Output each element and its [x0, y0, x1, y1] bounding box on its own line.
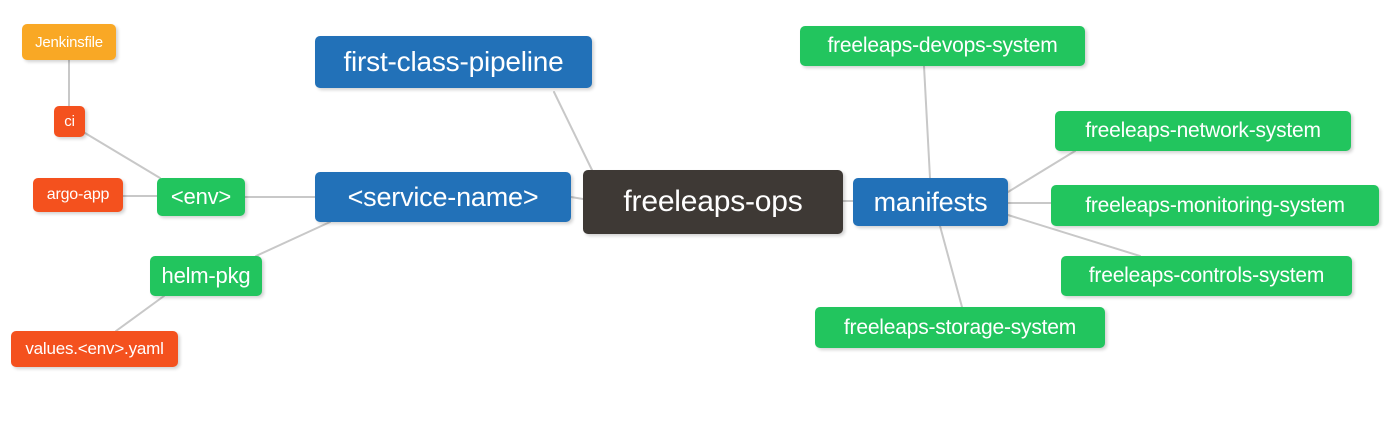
node-label: freeleaps-controls-system: [1088, 264, 1325, 287]
node-label: freeleaps-ops: [623, 185, 803, 218]
mindmap-node-freeleaps-network-system[interactable]: freeleaps-network-system: [1055, 111, 1351, 151]
node-label: <service-name>: [347, 181, 539, 212]
node-label: argo-app: [46, 186, 110, 203]
mindmap-node-freeleaps-ops[interactable]: freeleaps-ops: [583, 170, 843, 234]
node-label: helm-pkg: [161, 263, 251, 288]
node-label: manifests: [873, 186, 988, 217]
edge-values-env-yaml-to-helm-pkg: [115, 295, 165, 332]
edge-helm-pkg-to-service-name: [255, 221, 331, 257]
node-label: freeleaps-monitoring-system: [1085, 193, 1345, 217]
edge-ci-to-env: [84, 132, 161, 179]
mindmap-node-freeleaps-devops-system[interactable]: freeleaps-devops-system: [800, 26, 1085, 66]
node-label: freeleaps-devops-system: [827, 34, 1058, 57]
mindmap-node-helm-pkg[interactable]: helm-pkg: [150, 256, 262, 296]
mindmap-node-manifests[interactable]: manifests: [853, 178, 1008, 226]
node-label: values.<env>.yaml: [25, 339, 164, 358]
mindmap-node-freeleaps-storage-system[interactable]: freeleaps-storage-system: [815, 307, 1105, 348]
mindmap-node-ci[interactable]: ci: [54, 106, 85, 137]
node-label: freeleaps-storage-system: [843, 315, 1077, 339]
mindmap-node-first-class-pipeline[interactable]: first-class-pipeline: [315, 36, 592, 88]
node-label: <env>: [170, 184, 232, 209]
mindmap-node-values-env-yaml[interactable]: values.<env>.yaml: [11, 331, 178, 367]
edge-service-name-to-freeleaps-ops: [570, 196, 584, 200]
edge-first-class-pipeline-to-freeleaps-ops: [553, 91, 593, 171]
mindmap-node-freeleaps-controls-system[interactable]: freeleaps-controls-system: [1061, 256, 1352, 296]
edge-manifests-to-freeleaps-storage-system: [939, 225, 963, 308]
node-label: first-class-pipeline: [343, 46, 564, 77]
mindmap-node-freeleaps-monitoring-system[interactable]: freeleaps-monitoring-system: [1051, 185, 1379, 226]
mindmap-node-env[interactable]: <env>: [157, 178, 245, 216]
mindmap-node-argo-app[interactable]: argo-app: [33, 178, 123, 212]
edge-manifests-to-freeleaps-devops-system: [923, 65, 931, 179]
mindmap-node-service-name[interactable]: <service-name>: [315, 172, 571, 222]
node-label: Jenkinsfile: [35, 33, 103, 51]
node-label: ci: [64, 113, 75, 130]
node-label: freeleaps-network-system: [1085, 119, 1321, 142]
mindmap-node-jenkinsfile[interactable]: Jenkinsfile: [22, 24, 116, 60]
